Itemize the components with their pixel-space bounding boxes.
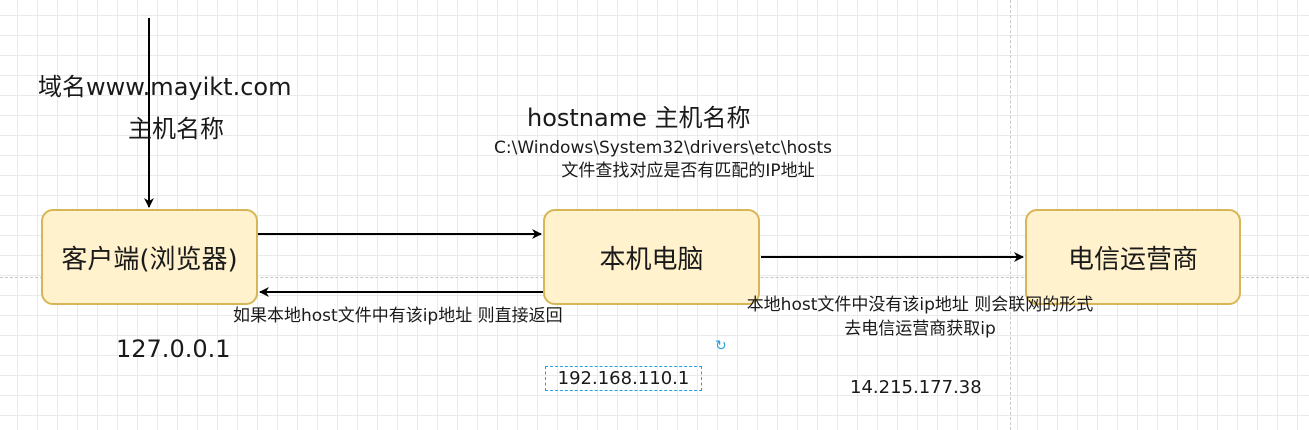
ip-loopback: 127.0.0.1 [116,335,231,363]
page-break-vertical [1010,0,1011,430]
hosts-path: C:\Windows\System32\drivers\etc\hosts [494,138,833,158]
isp-note-line2: 去电信运营商获取ip [844,319,996,339]
isp-note-line1: 本地host文件中没有该ip地址 则会联网的形式 [746,295,1094,315]
client-node[interactable]: 客户端(浏览器) [41,209,258,305]
hosts-lookup-note: 文件查找对应是否有匹配的IP地址 [561,161,815,181]
isp-node[interactable]: 电信运营商 [1025,209,1241,305]
domain-sublabel: 主机名称 [128,115,224,143]
local-pc-node[interactable]: 本机电脑 [543,209,760,305]
ip-public: 14.215.177.38 [850,377,982,398]
hostname-title: hostname 主机名称 [527,104,751,132]
ip-lan-selected-label[interactable]: 192.168.110.1 [545,366,702,391]
return-note: 如果本地host文件中有该ip地址 则直接返回 [233,306,563,326]
rotate-handle-icon[interactable]: ↻ [715,338,727,354]
domain-label: 域名www.mayikt.com [38,73,292,101]
